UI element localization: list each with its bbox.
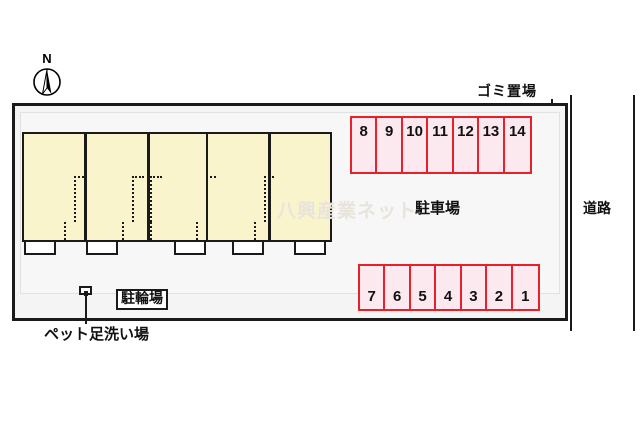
unit-stair-foot (150, 222, 152, 240)
parking-stall-number: 9 (384, 123, 394, 140)
parking-stall[interactable]: 14 (505, 118, 530, 172)
garbage-area-label: ゴミ置場 (477, 84, 537, 100)
parking-stall-number: 5 (418, 288, 427, 305)
parking-stall-number: 10 (406, 123, 423, 140)
unit-stair-foot (64, 222, 66, 240)
unit-stair-foot (122, 222, 124, 240)
parking-stall[interactable]: 6 (385, 266, 411, 309)
parking-lot-label: 駐車場 (415, 199, 461, 217)
parking-stall-number: 12 (457, 123, 474, 140)
compass-rose: N (30, 51, 64, 100)
road-edge-left (570, 95, 572, 331)
compass-north-icon (33, 68, 61, 96)
unit-stair-foot (196, 222, 198, 240)
parking-stall[interactable]: 11 (428, 118, 454, 172)
road-edge-right (633, 95, 635, 331)
pet-wash-label: ペット足洗い場 (44, 325, 150, 343)
building-unit (148, 132, 212, 242)
unit-stair-outline (206, 176, 216, 222)
parking-stall[interactable]: 3 (462, 266, 488, 309)
parking-stall[interactable]: 10 (403, 118, 429, 172)
parking-stall-number: 6 (392, 288, 402, 305)
parking-stall[interactable]: 12 (454, 118, 480, 172)
parking-stall[interactable]: 13 (479, 118, 505, 172)
parking-stall[interactable]: 5 (411, 266, 437, 309)
building-unit (206, 132, 270, 242)
unit-entrance-porch (294, 240, 326, 255)
parking-stall-number: 2 (494, 288, 504, 305)
parking-stall-number: 3 (469, 288, 478, 305)
parking-stall-number: 7 (367, 288, 376, 305)
parking-stall[interactable]: 1 (513, 266, 538, 309)
compass-north-label: N (42, 51, 52, 66)
unit-stair-outline (150, 176, 162, 222)
parking-stall[interactable]: 4 (436, 266, 462, 309)
unit-stair-foot (254, 222, 256, 240)
unit-stair-outline (74, 176, 84, 222)
parking-stall[interactable]: 7 (360, 266, 386, 309)
unit-entrance-porch (232, 240, 264, 255)
building-unit (269, 132, 332, 242)
unit-entrance-porch (24, 240, 56, 255)
unit-stair-outline (264, 176, 274, 222)
parking-stall-number: 11 (432, 123, 448, 140)
pet-wash-spout-icon (84, 291, 88, 296)
road-label: 道路 (583, 201, 611, 217)
parking-stall[interactable]: 8 (352, 118, 378, 172)
unit-entrance-porch (174, 240, 206, 255)
parking-stall-number: 1 (521, 288, 530, 305)
parking-stall-number: 8 (359, 123, 368, 140)
unit-entrance-porch (86, 240, 118, 255)
bicycle-parking-label: 駐輪場 (116, 289, 168, 310)
unit-stair-outline (132, 176, 144, 222)
parking-stall-number: 13 (482, 123, 500, 140)
parking-stall-number: 14 (508, 123, 526, 140)
parking-stall[interactable]: 2 (487, 266, 513, 309)
apartment-building (22, 132, 332, 255)
parking-stall[interactable]: 9 (377, 118, 403, 172)
parking-stall-number: 4 (443, 288, 453, 305)
pet-wash-leader-line (85, 294, 87, 324)
